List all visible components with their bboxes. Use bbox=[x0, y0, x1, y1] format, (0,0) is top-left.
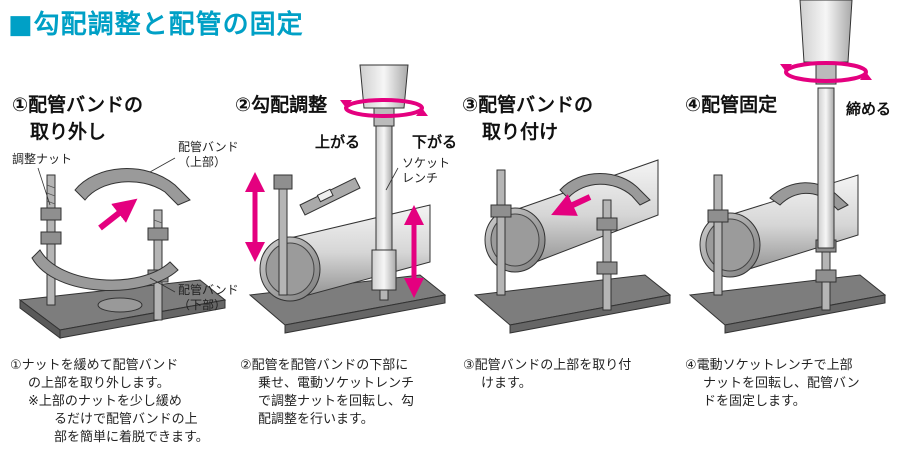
step4-illustration bbox=[688, 0, 887, 334]
step3-description: ③配管バンドの上部を取り付 けます。 bbox=[463, 357, 631, 393]
step2-desc-line: で調整ナットを回転し、勾 bbox=[258, 394, 415, 409]
label-band-upper: 配管バンド （上部） bbox=[178, 140, 239, 169]
label-adjust-nut: 調整ナット bbox=[12, 152, 73, 166]
step1-heading: ①配管バンドの 取り外し bbox=[12, 92, 143, 146]
step4-desc-line: ④電動ソケットレンチで上部 bbox=[685, 358, 853, 373]
step4-desc-line: ドを固定します。 bbox=[703, 394, 806, 409]
step3-heading-line2: 取り付け bbox=[482, 121, 559, 143]
step4-description: ④電動ソケットレンチで上部 ナットを回転し、配管バン ドを固定します。 bbox=[685, 357, 860, 411]
step1-desc-line: の上部を取り外します。 bbox=[28, 376, 170, 391]
step1-description: ①ナットを緩めて配管バンド の上部を取り外します。 ※上部のナットを少し緩め る… bbox=[10, 357, 209, 447]
step3-desc-line: けます。 bbox=[481, 376, 532, 391]
step4-desc-line: ナットを回転し、配管バン bbox=[703, 376, 860, 391]
label-tighten: 締める bbox=[846, 100, 892, 118]
step4-heading: ④配管固定 bbox=[685, 94, 778, 116]
step3-desc-line: ③配管バンドの上部を取り付 bbox=[463, 358, 632, 373]
step3-illustration bbox=[473, 159, 672, 334]
step1-heading-line2: 取り外し bbox=[30, 121, 107, 143]
step2-illustration bbox=[245, 64, 447, 334]
step2-heading: ②勾配調整 bbox=[235, 94, 328, 116]
step1-desc-line: ※上部のナットを少し緩め bbox=[28, 394, 182, 409]
page-title: ■勾配調整と配管の固定 bbox=[8, 10, 304, 40]
step2-desc-line: 配調整を行います。 bbox=[258, 412, 374, 427]
label-down: 下がる bbox=[412, 133, 458, 151]
step1-desc-line: 部を簡単に着脱できます。 bbox=[54, 430, 209, 445]
label-socket-wrench: ソケット レンチ bbox=[402, 156, 451, 185]
step3-heading-line1: ③配管バンドの bbox=[462, 94, 594, 116]
step1-illustration bbox=[18, 157, 227, 339]
step1-heading-line1: ①配管バンドの bbox=[12, 94, 144, 116]
step2-description: ②配管を配管バンドの下部に 乗せ、電動ソケットレンチ で調整ナットを回転し、勾 … bbox=[240, 357, 414, 429]
step1-desc-line: るだけで配管バンドの上 bbox=[54, 412, 198, 427]
step2-desc-line: ②配管を配管バンドの下部に bbox=[240, 358, 409, 373]
step3-heading: ③配管バンドの 取り付け bbox=[462, 92, 593, 146]
step1-desc-line: ①ナットを緩めて配管バンド bbox=[10, 358, 179, 373]
label-band-lower: 配管バンド （下部） bbox=[178, 283, 239, 312]
step2-desc-line: 乗せ、電動ソケットレンチ bbox=[258, 376, 415, 391]
label-up: 上がる bbox=[315, 133, 361, 151]
